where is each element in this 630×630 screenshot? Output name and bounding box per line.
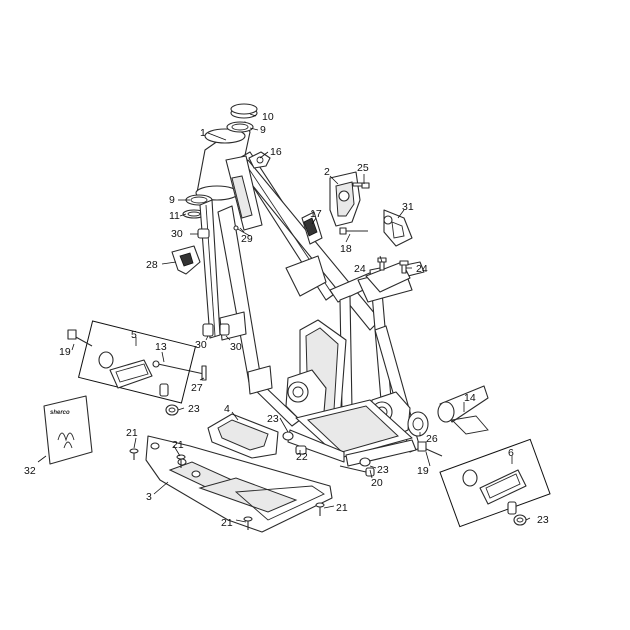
callout-30-mid-left: 30 (195, 339, 207, 351)
retaining-pin[interactable] (201, 365, 207, 381)
guard-bolt-a[interactable] (295, 445, 307, 455)
callout-23-left: 23 (188, 403, 200, 415)
callout-labels: 1 2 3 4 5 6 9 9 10 11 13 14 16 17 18 19 … (24, 111, 549, 529)
callout-30-mid-right: 30 (230, 341, 242, 353)
callout-18: 18 (340, 243, 352, 255)
frame-decal[interactable] (301, 211, 323, 245)
footpeg-right-nut[interactable] (513, 514, 527, 526)
seal-ring[interactable] (182, 209, 206, 219)
callout-4: 4 (224, 403, 230, 415)
bracket-bolt[interactable] (352, 182, 370, 189)
callout-6: 6 (508, 447, 514, 459)
callout-27: 27 (191, 382, 203, 394)
footpeg-left-bolt[interactable] (67, 329, 93, 347)
footpeg-left-nut[interactable] (165, 404, 179, 416)
frame-sleeve[interactable] (437, 385, 489, 435)
callout-13: 13 (155, 341, 167, 353)
bracket-screw-right[interactable] (399, 260, 409, 274)
bracket-bolt-long[interactable] (339, 227, 368, 235)
guard-screw-a[interactable] (129, 448, 139, 460)
callout-22: 22 (296, 451, 308, 463)
callout-9-upper: 9 (260, 124, 266, 136)
callout-21-a: 21 (126, 427, 138, 439)
callout-19-left: 19 (59, 346, 71, 358)
callout-32: 32 (24, 465, 36, 477)
footpeg-left[interactable] (98, 351, 169, 397)
spacer-nut[interactable] (197, 228, 210, 239)
callout-1: 1 (200, 127, 206, 139)
cable-guide-clip[interactable] (248, 151, 271, 169)
callout-28: 28 (146, 259, 158, 271)
decal-kit[interactable]: sherco (43, 395, 93, 465)
callout-19-right: 19 (417, 465, 429, 477)
footpeg-left-box (77, 320, 197, 404)
callout-20: 20 (371, 477, 383, 489)
washer-b[interactable] (359, 457, 371, 467)
footpeg-pivot-bolt[interactable] (152, 360, 205, 375)
guard-screw-c[interactable] (243, 516, 253, 530)
callout-16: 16 (270, 146, 282, 158)
skid-plate[interactable] (145, 435, 333, 533)
footpeg-right-bolt[interactable] (417, 441, 443, 457)
frame-nut-b[interactable] (219, 323, 230, 336)
callout-11: 11 (169, 210, 180, 222)
callout-3: 3 (146, 491, 152, 503)
callout-29: 29 (241, 233, 253, 245)
callout-21-d: 21 (336, 502, 348, 514)
washer-a[interactable] (282, 431, 294, 441)
wire-pin[interactable] (233, 225, 251, 237)
callout-25: 25 (357, 162, 369, 174)
engine-guard[interactable] (207, 413, 279, 459)
callout-2: 2 (324, 166, 330, 178)
callout-31: 31 (402, 201, 414, 213)
callout-24-left: 24 (354, 263, 366, 275)
callout-23-center: 23 (267, 413, 279, 425)
main-frame[interactable] (199, 151, 425, 467)
footpeg-right-box (439, 438, 551, 528)
callout-10: 10 (262, 111, 274, 123)
guard-bolt-b[interactable] (339, 465, 375, 477)
callout-30-upper: 30 (171, 228, 183, 240)
callout-14: 14 (464, 392, 476, 404)
side-bracket[interactable] (383, 209, 413, 247)
frame-nut-a[interactable] (202, 323, 214, 337)
callout-23-right: 23 (537, 514, 549, 526)
callout-24-right: 24 (416, 263, 428, 275)
decal-text: sherco (50, 410, 70, 416)
callout-21-c: 21 (221, 517, 233, 529)
bearing-top[interactable] (230, 103, 258, 119)
bushing[interactable] (407, 411, 429, 437)
callout-17: 17 (310, 208, 322, 220)
callout-23-lower: 23 (377, 464, 389, 476)
callout-21-b: 21 (172, 439, 184, 451)
tank-bracket[interactable] (365, 261, 411, 293)
bearing-ring-top[interactable] (226, 121, 254, 133)
callout-26: 26 (426, 433, 438, 445)
footpeg-right[interactable] (462, 469, 527, 515)
leader-lines (37, 113, 531, 523)
reflector-mount[interactable] (171, 245, 201, 275)
guard-screw-d[interactable] (315, 502, 325, 516)
callout-5: 5 (131, 329, 137, 341)
guard-screw-b[interactable] (176, 454, 186, 468)
callout-9-lower: 9 (169, 194, 175, 206)
